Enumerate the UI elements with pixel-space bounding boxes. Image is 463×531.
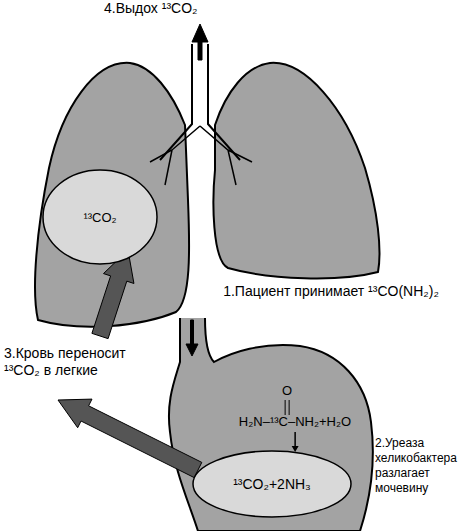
ellipse-text: ¹³CO₂+2NH₃: [233, 476, 311, 492]
step-label: 4.Выдох ¹³CO₂: [104, 0, 254, 17]
trachea: [160, 44, 240, 160]
exhale-arrow: [192, 24, 208, 60]
formula-label: H₂N–¹³C–NH₂+H₂O: [225, 414, 365, 430]
step-label: 1.Пациент принимает ¹³CO(NH₂)₂: [206, 283, 456, 300]
ellipse-text: ¹³CO₂: [83, 210, 116, 225]
step-label: 3.Кровь переносит ¹³CO₂ в легкие: [4, 345, 149, 379]
reaction-arrow: [292, 432, 299, 452]
atom-label: O: [282, 383, 292, 399]
ellipse-region: ¹³CO₂+2NH₃: [192, 450, 352, 518]
stomach: [169, 318, 373, 531]
right-lung: [213, 63, 379, 279]
double-bond: [289, 400, 290, 415]
ellipse-shape: [43, 170, 157, 264]
intake-arrow: [186, 320, 198, 356]
step-label: 2.Уреаза хеликобактера разлагает мочевин…: [375, 436, 461, 496]
bronchi: [150, 126, 252, 185]
ellipse-region: ¹³CO₂: [42, 169, 158, 265]
double-bond: [285, 400, 286, 415]
ellipse-shape: [193, 451, 351, 517]
blood-from-stomach-arrow: [58, 399, 202, 477]
